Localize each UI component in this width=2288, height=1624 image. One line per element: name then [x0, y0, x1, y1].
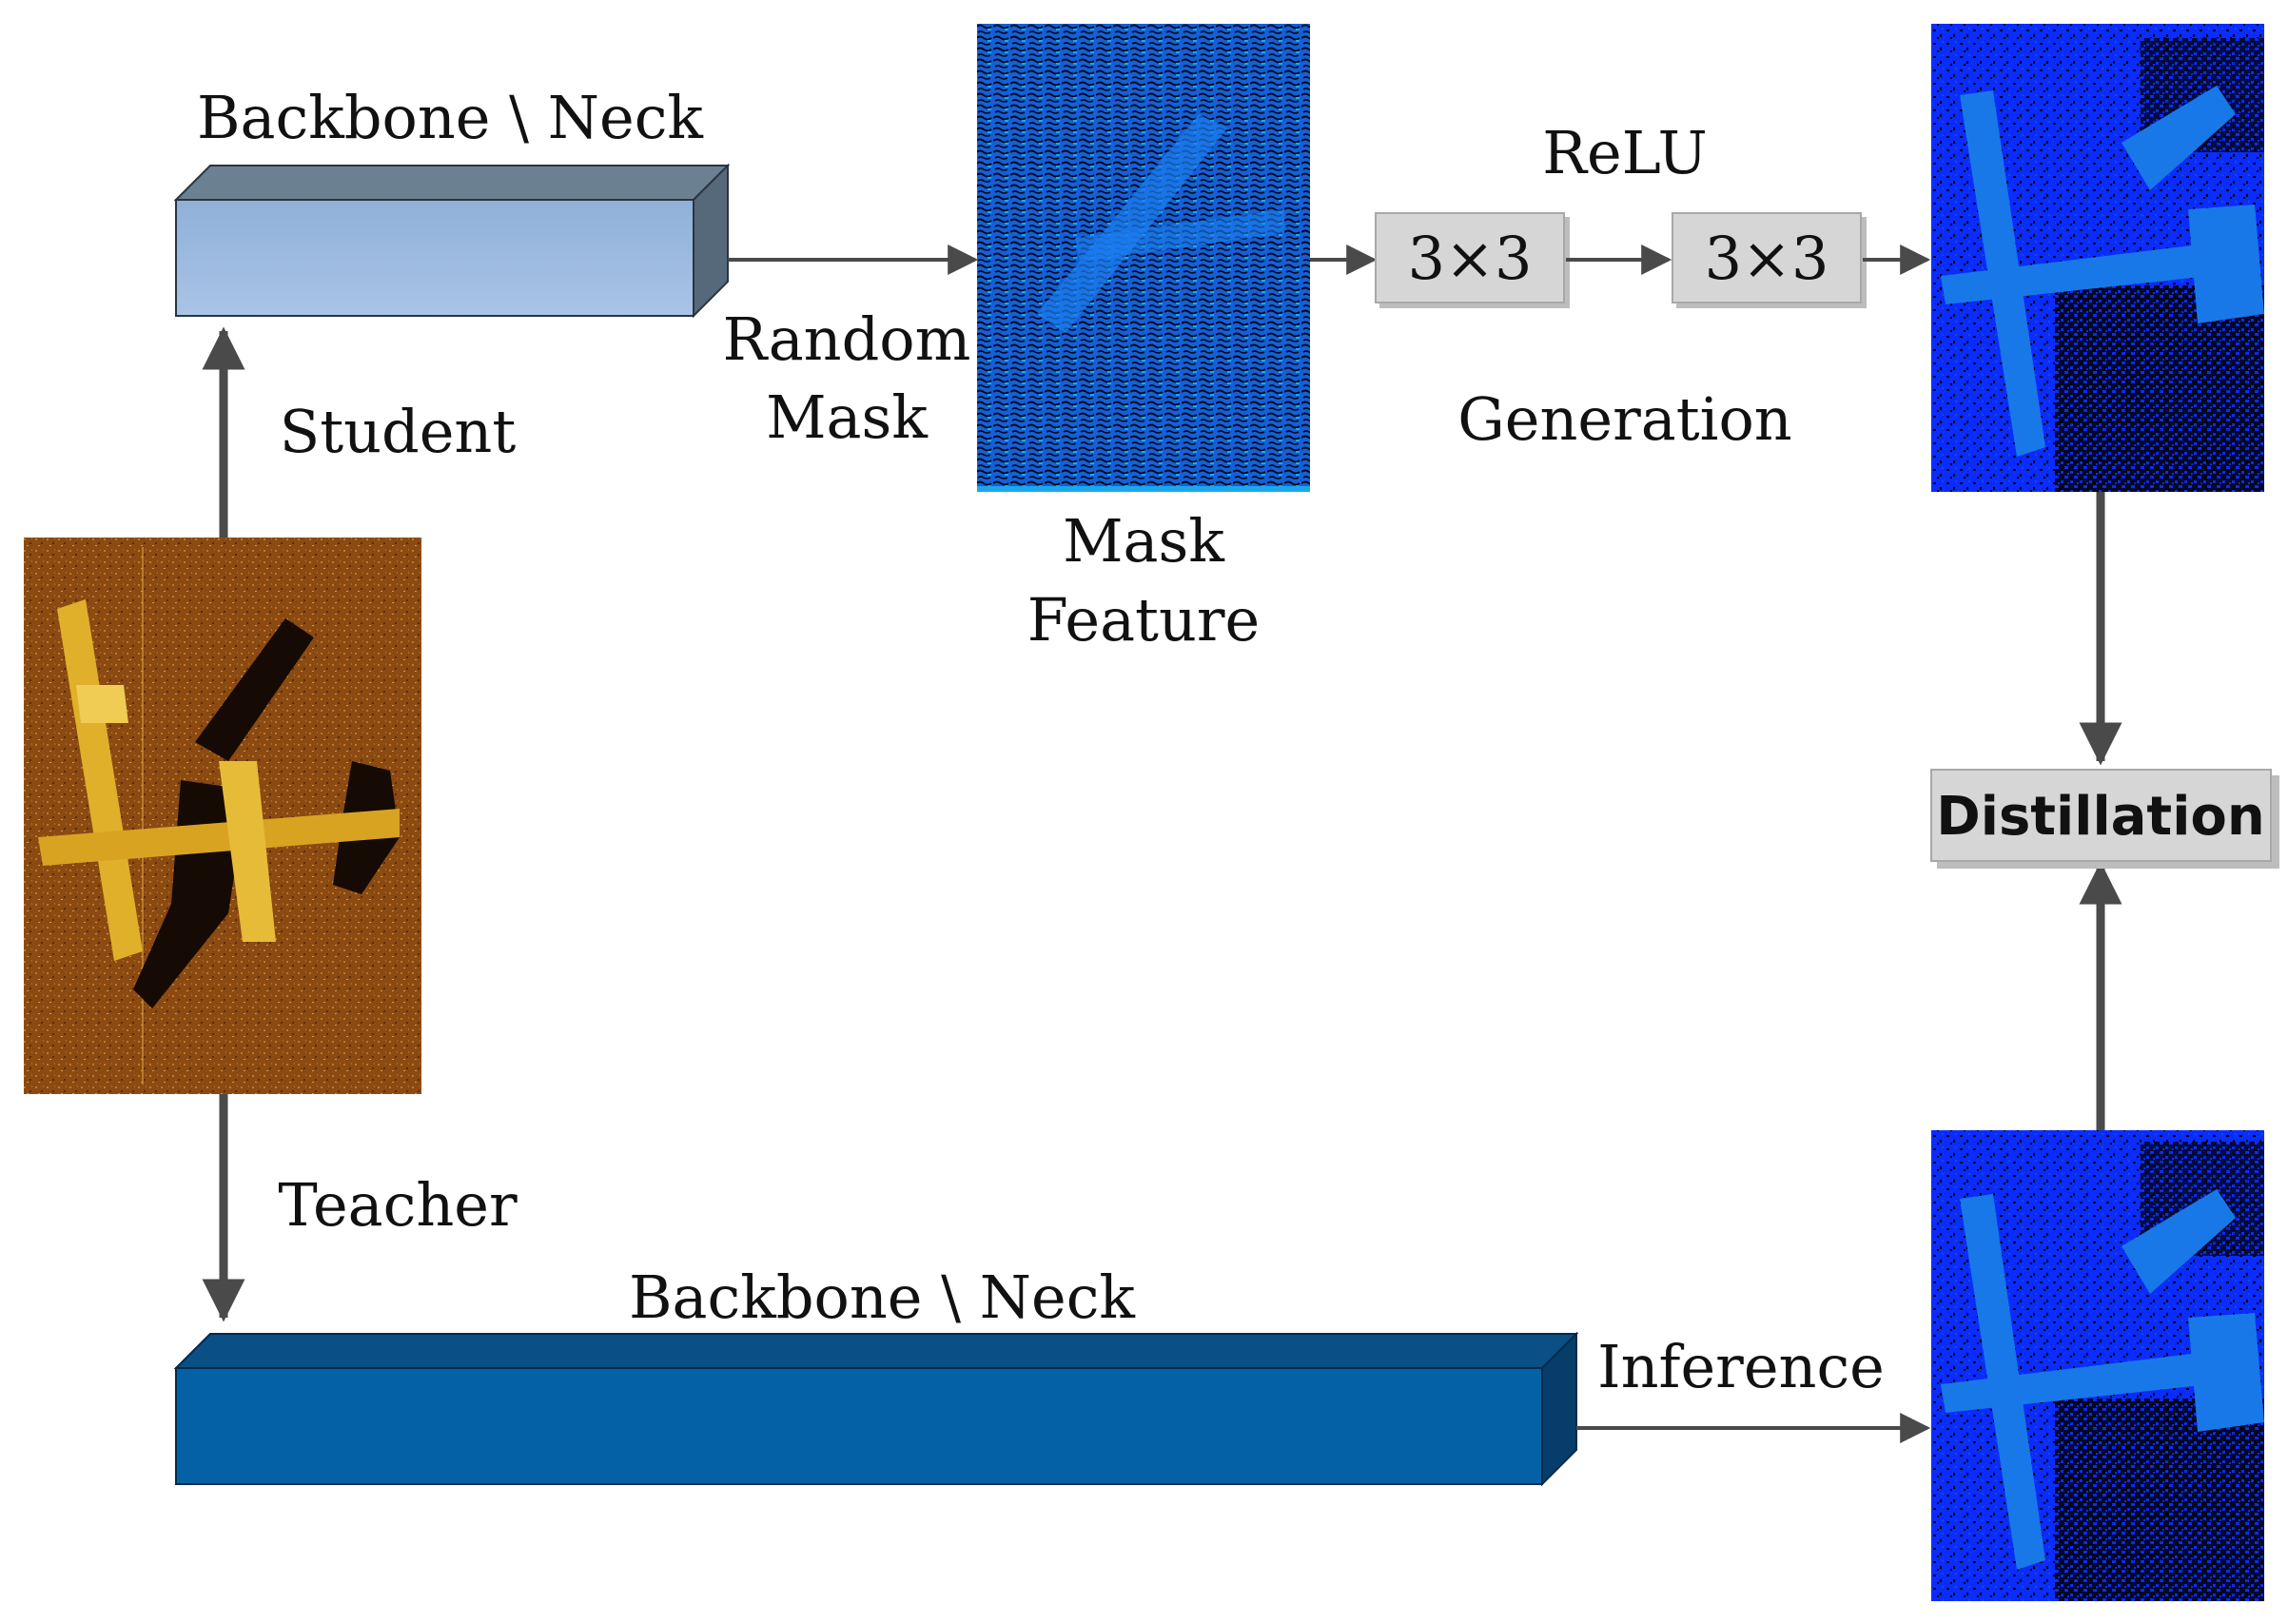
- mask-feature-image: [977, 24, 1310, 492]
- student-block-label: Backbone \ Neck: [197, 83, 703, 152]
- teacher-label: Teacher: [278, 1170, 518, 1240]
- random-mask-label-line1: Random: [723, 304, 971, 374]
- inference-label: Inference: [1597, 1332, 1885, 1401]
- relu-label: ReLU: [1542, 118, 1707, 187]
- student-backbone-block: [173, 163, 731, 319]
- teacher-backbone-block: [173, 1331, 1579, 1487]
- student-generated-feature-image: [1931, 24, 2264, 492]
- conv2-box: [1672, 212, 1867, 308]
- distillation-box: [1930, 769, 2279, 869]
- random-mask-label-line2: Mask: [766, 382, 928, 452]
- mask-feature-label-line1: Mask: [1063, 506, 1224, 576]
- mask-feature-label-line2: Feature: [1027, 585, 1260, 655]
- distillation-label: Distillation: [1936, 786, 2264, 848]
- student-label: Student: [280, 397, 517, 466]
- generation-label: Generation: [1457, 384, 1791, 454]
- sonar-input-image: [24, 538, 421, 1094]
- conv1-label: 3×3: [1408, 224, 1533, 293]
- conv2-label: 3×3: [1705, 224, 1829, 293]
- conv1-box: [1375, 212, 1570, 308]
- teacher-feature-image: [1931, 1130, 2264, 1601]
- teacher-block-label: Backbone \ Neck: [629, 1262, 1135, 1332]
